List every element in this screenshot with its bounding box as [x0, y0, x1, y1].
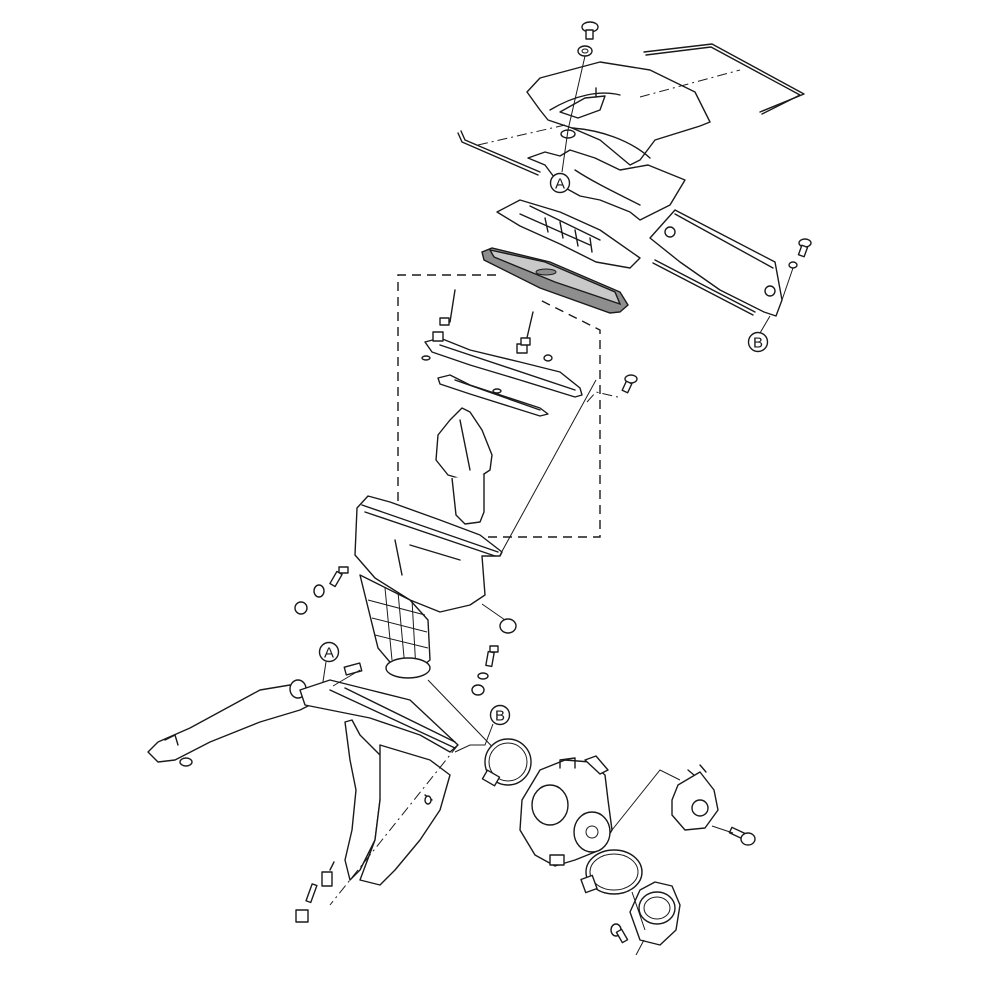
hose-clamp-lower: [580, 849, 643, 895]
screw-bracket: [621, 374, 638, 394]
bolts-and-grommets: [294, 566, 517, 696]
leader-line: [332, 669, 361, 687]
bolt-intake-boot: [610, 923, 629, 944]
alignment-line: [477, 124, 566, 146]
intake-funnel-lower: [359, 574, 431, 679]
svg-text:A: A: [555, 176, 565, 193]
callout-a-top: A: [549, 172, 571, 194]
alignment-line: [639, 69, 741, 98]
leader-line: [454, 723, 494, 753]
filter-holder-bracket: [421, 289, 583, 398]
intake-boot: [629, 881, 681, 946]
bolts-duct: [295, 861, 335, 923]
leader-line: [561, 55, 586, 173]
throttle-cover: [671, 764, 719, 831]
callout-b-bottom: B: [489, 704, 511, 726]
callout-b-right: B: [747, 331, 769, 353]
svg-text:B: B: [495, 708, 505, 725]
alignment-line: [586, 391, 623, 403]
filter-element: [481, 247, 629, 314]
air-guide-plate: [437, 374, 549, 417]
subassembly-dashed-outline: [397, 274, 601, 538]
leader-line: [611, 769, 681, 831]
side-cover-panel: [649, 209, 783, 317]
hose-clamp-upper: [481, 738, 532, 787]
leader-line: [631, 891, 646, 956]
leader-line: [711, 825, 734, 834]
bolt-throttle-cover: [728, 826, 756, 846]
clip-duct: [343, 662, 363, 676]
top-cover: [526, 61, 711, 221]
throttle-body: [519, 755, 613, 867]
screw-top: [560, 21, 599, 139]
callout-a-bottom: A: [318, 641, 340, 663]
svg-text:A: A: [324, 645, 334, 662]
lower-intake-duct: [147, 679, 459, 906]
leader-line: [499, 379, 597, 556]
intake-funnel: [435, 407, 493, 525]
side-trim-strip: [457, 43, 805, 176]
svg-text:B: B: [753, 335, 763, 352]
screw-side-cover: [788, 238, 812, 269]
air-cleaner-box: [354, 379, 597, 613]
upper-frame-grille: [496, 199, 641, 269]
leader-line: [759, 267, 794, 334]
